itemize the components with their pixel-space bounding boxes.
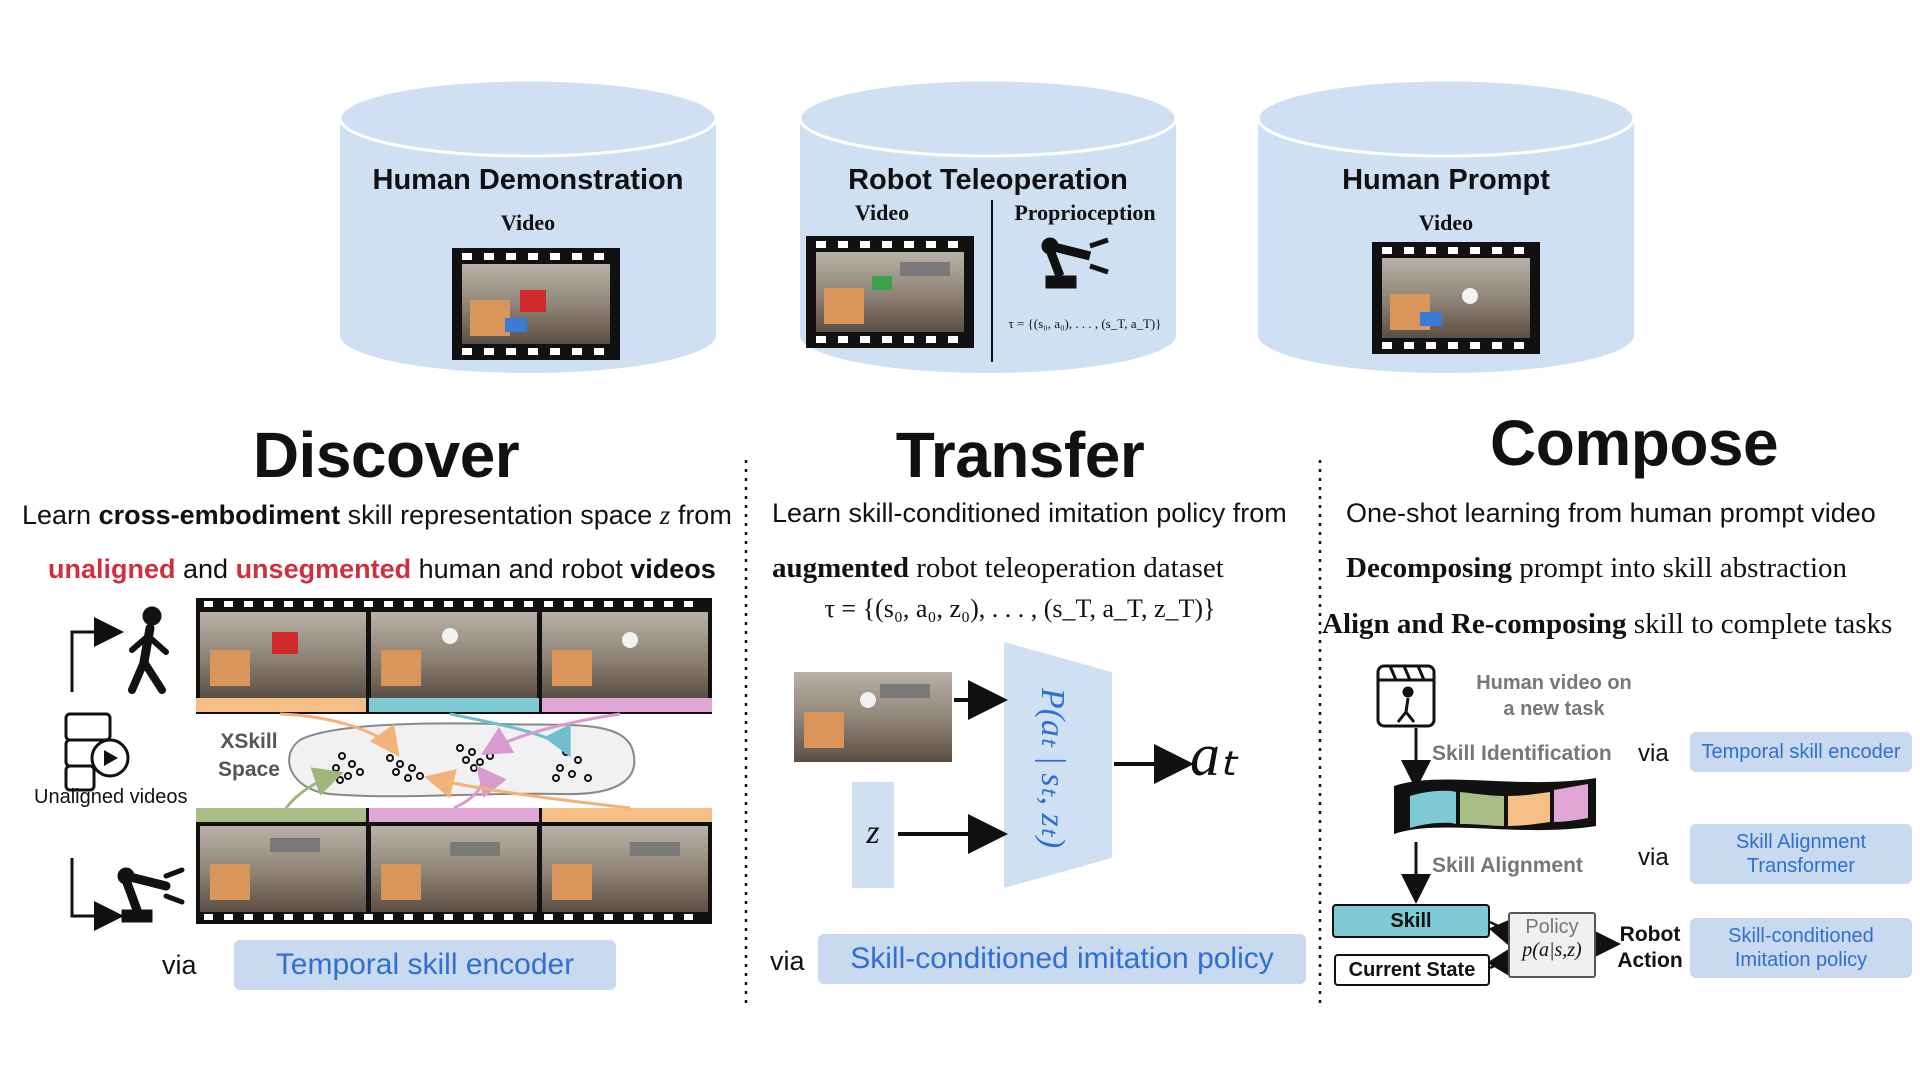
- film-clip-human-prompt: [1372, 242, 1540, 354]
- skill-box: Skill: [1332, 904, 1490, 938]
- film-sprockets: [462, 241, 1524, 355]
- robot-teleop-sub-proprio: Proprioception: [1014, 200, 1156, 225]
- strip-sprockets: [204, 601, 693, 920]
- discover-via: via: [162, 950, 197, 980]
- action-output-label: aₜ: [1190, 722, 1238, 788]
- skill-alignment-label: Skill Alignment: [1432, 854, 1583, 877]
- compose-line-1: One-shot learning from human prompt vide…: [1346, 498, 1876, 528]
- temporal-skill-encoder-badge: Temporal skill encoder: [234, 940, 616, 990]
- compose-line-2: Decomposing prompt into skill abstractio…: [1346, 552, 1848, 584]
- map-arrow-pink-1: [480, 712, 621, 756]
- human-prompt-title: Human Prompt: [1342, 164, 1550, 196]
- map-arrow-orange-1: [279, 712, 400, 757]
- discover-line-1: Learn cross-embodiment skill representat…: [22, 500, 732, 530]
- robot-bracket-arrow: [70, 858, 124, 931]
- current-state-box: Current State: [1334, 954, 1490, 986]
- discover-line-2: unaligned and unsegmented human and robo…: [48, 554, 716, 584]
- skill-to-policy-arrow: [1488, 918, 1512, 947]
- imitation-policy-badge: Skill-conditioned imitation policy: [818, 934, 1306, 984]
- human-prompt-sub: Video: [1418, 210, 1474, 235]
- map-arrow-teal: [449, 712, 571, 758]
- compose-temporal-encoder-badge: Temporal skill encoder: [1690, 732, 1912, 772]
- transfer-via: via: [770, 946, 805, 976]
- map-arrow-orange-2: [424, 769, 631, 810]
- human-demo-sub: Video: [500, 210, 556, 235]
- compose-via-1: via: [1638, 740, 1669, 767]
- policy-label: P(aₜ | sₜ, zₜ): [1034, 687, 1071, 849]
- discover-title: Discover: [252, 419, 520, 491]
- robot-arm-icon: [1041, 237, 1109, 289]
- transfer-input-image: [794, 672, 952, 762]
- transfer-formula: τ = {(s₀, a₀, z₀), . . . , (s_T, a_T, z_…: [824, 594, 1216, 623]
- unaligned-videos-label: Unaligned videos: [34, 786, 188, 808]
- robot-teleop-title: Robot Teleoperation: [848, 164, 1128, 196]
- policy-box: Policy p(a|s,z): [1508, 912, 1596, 978]
- human-video-strip: [196, 598, 712, 714]
- compose-title: Compose: [1490, 407, 1779, 479]
- compose-line-3: Align and Re-composing skill to complete…: [1322, 608, 1893, 640]
- robot-teleop-formula: τ = {(s₀, a₀), . . . , (s_T, a_T)}: [1008, 316, 1162, 331]
- human-video-clapper-icon: [1376, 664, 1436, 728]
- cylinder-human-demo: [338, 78, 718, 373]
- transfer-title: Transfer: [895, 419, 1145, 491]
- state-to-policy-arrow: [1486, 947, 1511, 976]
- human-demo-title: Human Demonstration: [372, 164, 684, 196]
- compose-via-2: via: [1638, 844, 1669, 871]
- human-bracket-arrow: [70, 617, 124, 692]
- video-database-icon: [64, 712, 130, 792]
- segmented-film-strip: [1394, 778, 1596, 834]
- skill-identification-label: Skill Identification: [1432, 742, 1612, 765]
- film-clip-robot-teleop: [806, 236, 974, 348]
- map-arrow-green: [284, 767, 344, 809]
- film-clip-human-demo: [452, 248, 620, 360]
- robot-teleop-sub-video: Video: [854, 200, 910, 225]
- z-input-box: [852, 782, 894, 888]
- human-walking-icon: [128, 606, 169, 694]
- z-label: z: [866, 814, 880, 851]
- transfer-line-2: augmented robot teleoperation dataset: [772, 552, 1224, 584]
- robot-video-strip: [196, 808, 712, 924]
- transfer-line-1: Learn skill-conditioned imitation policy…: [772, 498, 1287, 528]
- robot-arm-small-icon: [117, 867, 185, 923]
- policy-trapezoid: [1004, 642, 1112, 888]
